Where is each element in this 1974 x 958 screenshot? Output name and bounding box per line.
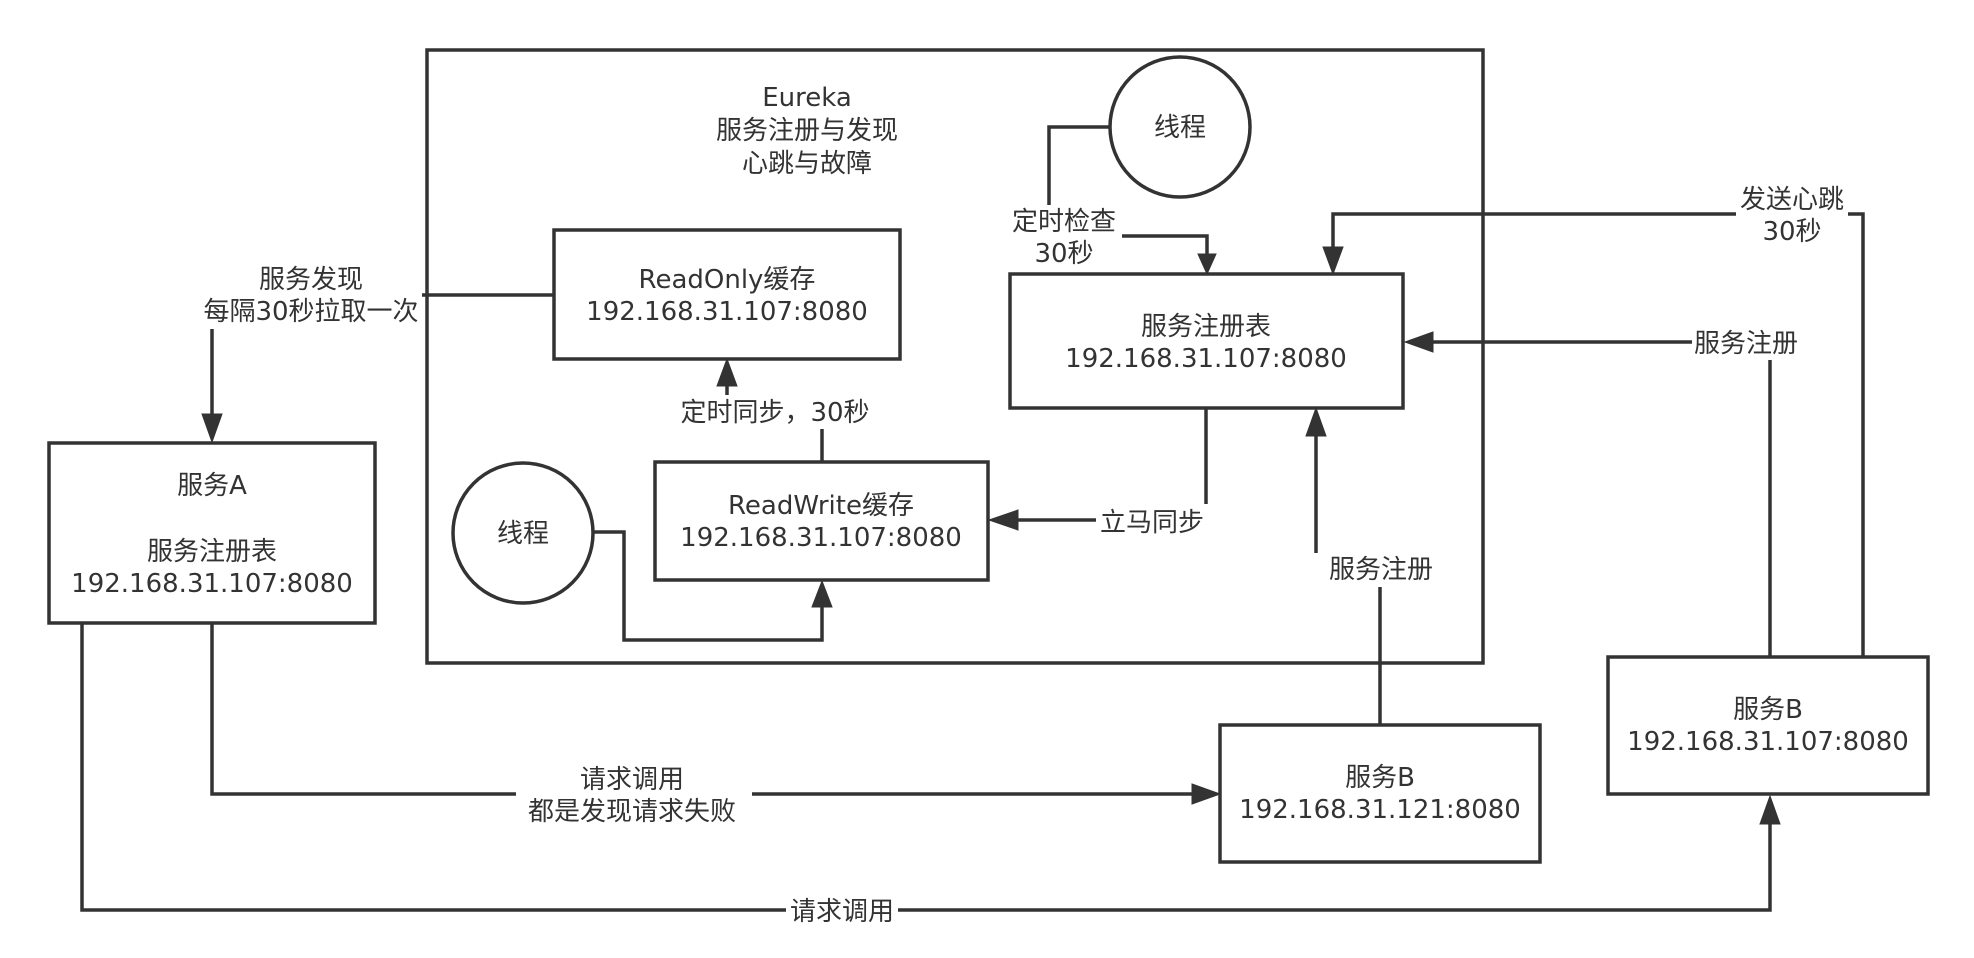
readwrite-cache-address: 192.168.31.107:8080 <box>680 523 962 553</box>
eureka-subtitle-2: 心跳与故障 <box>742 149 872 179</box>
readonly-cache-title: ReadOnly缓存 <box>639 265 816 295</box>
edge-label-heartbeat: 发送心跳 <box>1740 185 1844 215</box>
service-b1-address: 192.168.31.121:8080 <box>1239 795 1521 825</box>
arrowhead <box>1322 246 1344 276</box>
edge-immediate-sync: 立马同步 <box>987 408 1208 538</box>
arrowhead <box>716 357 738 387</box>
edge-label-register-b2: 服务注册 <box>1694 329 1798 359</box>
arrowhead <box>987 509 1019 531</box>
registry-address: 192.168.31.107:8080 <box>1065 344 1347 374</box>
service-a-address: 192.168.31.107:8080 <box>71 569 353 599</box>
arrowhead <box>1191 783 1222 805</box>
registry-title: 服务注册表 <box>1141 312 1271 342</box>
service-b1-title: 服务B <box>1345 763 1415 793</box>
arrowhead <box>1403 331 1434 353</box>
arrowhead <box>1305 406 1327 437</box>
service-a-title: 服务A <box>177 471 247 501</box>
edge-label-request-b1-note: 都是发现请求失败 <box>528 797 736 827</box>
thread-node-left[interactable]: 线程 <box>451 461 595 605</box>
arrowhead <box>811 579 833 608</box>
edge-request-b2: 请求调用 <box>80 624 1781 928</box>
edge-register-b1: 服务注册 <box>1290 406 1433 725</box>
edge-label-check: 定时检查 <box>1012 207 1116 237</box>
service-b2-node[interactable]: 服务B 192.168.31.107:8080 <box>1606 655 1930 796</box>
edge-label-immediate-sync: 立马同步 <box>1100 508 1204 538</box>
thread-node-top[interactable]: 线程 <box>1108 55 1252 199</box>
edge-thread-to-readwrite <box>594 530 833 642</box>
arrowhead <box>201 413 223 444</box>
edge-label-register-b1: 服务注册 <box>1329 555 1433 585</box>
service-a-registry: 服务注册表 <box>147 537 277 567</box>
edge-label-discovery: 服务发现 <box>259 265 363 295</box>
thread-top-label: 线程 <box>1154 113 1206 143</box>
edge-heartbeat: 发送心跳 30秒 <box>1322 184 1865 657</box>
thread-left-label: 线程 <box>497 519 549 549</box>
edge-label-request-b2: 请求调用 <box>790 897 894 927</box>
edge-label-timed-sync: 定时同步，30秒 <box>680 398 869 428</box>
service-b1-node[interactable]: 服务B 192.168.31.121:8080 <box>1218 723 1542 864</box>
arrowhead <box>1759 794 1781 825</box>
eureka-subtitle: 服务注册与发现 <box>716 116 898 146</box>
service-registry-node[interactable]: 服务注册表 192.168.31.107:8080 <box>1008 272 1405 410</box>
edge-label-request-b1: 请求调用 <box>580 765 684 795</box>
edge-register-b2: 服务注册 <box>1403 326 1800 657</box>
edge-timed-check: 定时检查 30秒 <box>1008 125 1217 276</box>
edge-timed-sync: 定时同步，30秒 <box>680 357 870 462</box>
edge-request-b1: 请求调用 都是发现请求失败 <box>210 624 1222 829</box>
readwrite-cache-node[interactable]: ReadWrite缓存 192.168.31.107:8080 <box>653 460 990 582</box>
eureka-title: Eureka <box>762 83 852 113</box>
service-a-node[interactable]: 服务A 服务注册表 192.168.31.107:8080 <box>47 441 377 625</box>
edge-service-discovery: 服务发现 每隔30秒拉取一次 <box>200 263 554 444</box>
readwrite-cache-title: ReadWrite缓存 <box>728 491 914 521</box>
arrowhead <box>1197 253 1217 276</box>
readonly-cache-node[interactable]: ReadOnly缓存 192.168.31.107:8080 <box>552 228 902 361</box>
edge-label-discovery-interval: 每隔30秒拉取一次 <box>203 297 418 327</box>
edge-label-heartbeat-interval: 30秒 <box>1762 217 1821 247</box>
readonly-cache-address: 192.168.31.107:8080 <box>586 297 868 327</box>
service-b2-address: 192.168.31.107:8080 <box>1627 727 1909 757</box>
edge-label-check-interval: 30秒 <box>1034 239 1093 269</box>
service-b2-title: 服务B <box>1733 695 1803 725</box>
